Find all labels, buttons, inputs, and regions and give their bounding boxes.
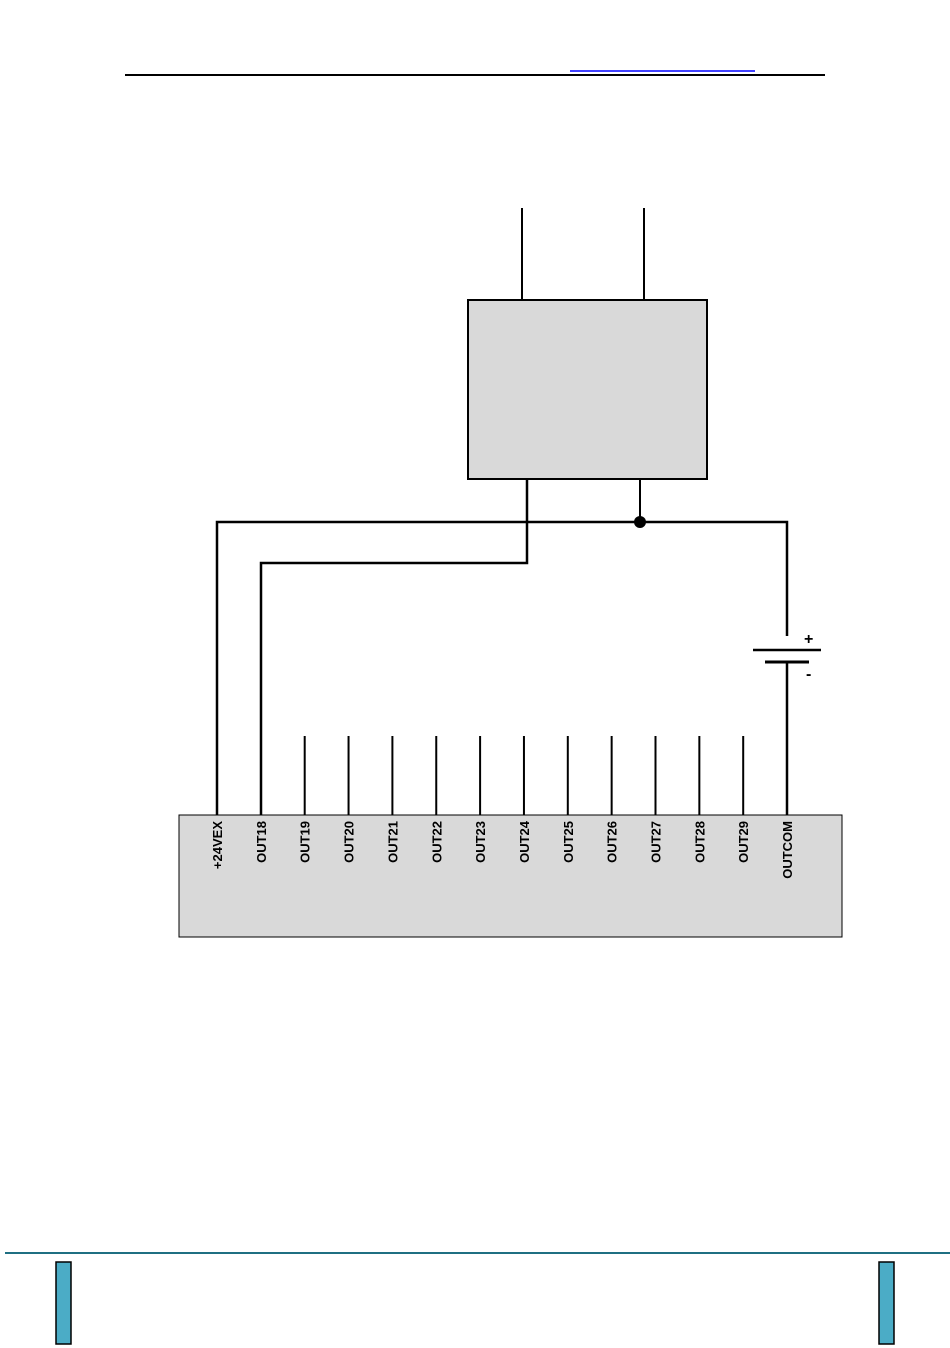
wire-24vex	[217, 522, 787, 815]
pin-label-out18: OUT18	[254, 821, 269, 863]
pin-label-out21: OUT21	[385, 821, 400, 863]
pin-label-out27: OUT27	[649, 821, 664, 863]
junction-dot	[634, 516, 646, 528]
footer-right-tab	[879, 1262, 894, 1344]
pin-label-out29: OUT29	[736, 821, 751, 863]
terminal-pin-leads	[305, 736, 744, 815]
pin-label-out22: OUT22	[429, 821, 444, 863]
pin-label-out24: OUT24	[517, 820, 532, 863]
pin-label-out26: OUT26	[605, 821, 620, 863]
pin-label-24vex: +24VEX	[210, 821, 225, 869]
pin-label-out23: OUT23	[473, 821, 488, 863]
battery-plus-sign: +	[804, 631, 813, 648]
wire-out18	[261, 479, 527, 815]
pin-label-outcom: OUTCOM	[780, 821, 795, 879]
footer-left-tab	[56, 1262, 71, 1344]
pin-label-out20: OUT20	[342, 821, 357, 863]
pin-label-out28: OUT28	[692, 821, 707, 863]
pin-label-out19: OUT19	[298, 821, 313, 863]
pin-label-out25: OUT25	[561, 821, 576, 863]
load-device-box	[468, 300, 707, 479]
battery-minus-sign: -	[806, 666, 811, 683]
